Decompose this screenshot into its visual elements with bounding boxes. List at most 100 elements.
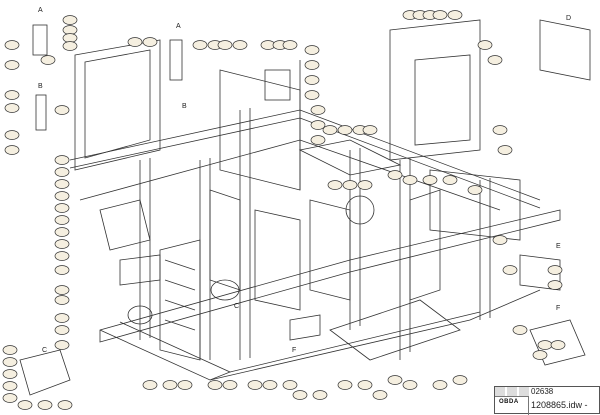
balloon-callout: [2, 357, 18, 367]
balloon-callout: [342, 180, 358, 190]
balloon-callout: [54, 105, 70, 115]
balloon-callout: [402, 380, 418, 390]
balloon-callout: [492, 235, 508, 245]
balloon-callout: [442, 175, 458, 185]
balloon-callout: [2, 381, 18, 391]
detail-label-e: E: [556, 243, 561, 250]
balloon-callout: [4, 145, 20, 155]
balloon-callout: [492, 125, 508, 135]
balloon-callout: [547, 280, 563, 290]
balloon-callout: [310, 105, 326, 115]
balloon-callout: [54, 167, 70, 177]
balloon-callout: [54, 285, 70, 295]
balloon-callout: [337, 380, 353, 390]
balloon-callout: [2, 369, 18, 379]
detail-label-f2: F: [292, 347, 296, 354]
balloon-callout: [327, 180, 343, 190]
detail-label-a2: A: [176, 23, 181, 30]
balloon-callout: [54, 215, 70, 225]
balloon-callout: [142, 37, 158, 47]
main-frame: [69, 19, 561, 381]
balloon-callout: [322, 125, 338, 135]
balloon-callout: [54, 265, 70, 275]
balloon-callout: [54, 227, 70, 237]
balloon-callout: [4, 103, 20, 113]
balloon-callout: [2, 393, 18, 403]
balloon-callout: [54, 295, 70, 305]
balloon-callout: [357, 180, 373, 190]
balloon-callout: [502, 265, 518, 275]
detail-label-b2: B: [182, 103, 187, 110]
balloon-callout: [2, 345, 18, 355]
detail-label-a: A: [38, 7, 43, 14]
balloon-callout: [162, 380, 178, 390]
balloon-callout: [54, 313, 70, 323]
drawing-number: 02638: [531, 387, 554, 396]
balloon-callout: [467, 185, 483, 195]
balloon-callout: [4, 60, 20, 70]
balloon-callout: [312, 390, 328, 400]
balloon-callout: [4, 40, 20, 50]
balloon-callout: [432, 380, 448, 390]
balloon-callout: [477, 40, 493, 50]
title-block: OBDA 02638 1208865.idw -: [494, 386, 600, 415]
balloon-callout: [54, 179, 70, 189]
balloon-callout: [282, 380, 298, 390]
logo-cell: OBDA: [495, 396, 529, 415]
detail-label-b: B: [38, 83, 43, 90]
balloon-callout: [217, 40, 233, 50]
balloon-callout: [192, 40, 208, 50]
balloon-callout: [232, 40, 248, 50]
balloon-callout: [304, 75, 320, 85]
balloon-callout: [292, 390, 308, 400]
balloon-callout: [547, 265, 563, 275]
balloon-callout: [422, 175, 438, 185]
balloon-callout: [54, 251, 70, 261]
balloon-callout: [487, 55, 503, 65]
balloon-callout: [304, 60, 320, 70]
balloon-callout: [402, 175, 418, 185]
balloon-callout: [4, 90, 20, 100]
detail-label-d: D: [566, 15, 571, 22]
balloon-callout: [207, 380, 223, 390]
balloon-callout: [54, 191, 70, 201]
balloon-callout: [62, 15, 78, 25]
balloon-callouts: [2, 10, 566, 410]
balloon-callout: [432, 10, 448, 20]
balloon-callout: [127, 37, 143, 47]
balloon-callout: [17, 400, 33, 410]
balloon-callout: [54, 239, 70, 249]
balloon-callout: [40, 55, 56, 65]
balloon-callout: [537, 340, 553, 350]
balloon-callout: [54, 203, 70, 213]
drawing-file-name: 1208865.idw -: [531, 400, 588, 410]
balloon-callout: [447, 10, 463, 20]
balloon-callout: [304, 90, 320, 100]
detail-label-c: C: [234, 303, 239, 310]
balloon-callout: [222, 380, 238, 390]
balloon-callout: [62, 41, 78, 51]
company-logo: OBDA: [499, 399, 519, 405]
balloon-callout: [362, 125, 378, 135]
balloon-callout: [54, 340, 70, 350]
balloon-callout: [550, 340, 566, 350]
balloon-callout: [57, 400, 73, 410]
balloon-callout: [357, 380, 373, 390]
balloon-callout: [387, 170, 403, 180]
balloon-callout: [262, 380, 278, 390]
detail-label-f: F: [556, 305, 560, 312]
detail-views: [19, 19, 591, 396]
balloon-callout: [310, 135, 326, 145]
balloon-callout: [247, 380, 263, 390]
balloon-callout: [54, 325, 70, 335]
balloon-callout: [177, 380, 193, 390]
title-block-meta: [495, 387, 529, 396]
balloon-callout: [337, 125, 353, 135]
balloon-callout: [512, 325, 528, 335]
balloon-callout: [4, 130, 20, 140]
balloon-callout: [310, 120, 326, 130]
balloon-callout: [452, 375, 468, 385]
balloon-callout: [497, 145, 513, 155]
balloon-callout: [37, 400, 53, 410]
